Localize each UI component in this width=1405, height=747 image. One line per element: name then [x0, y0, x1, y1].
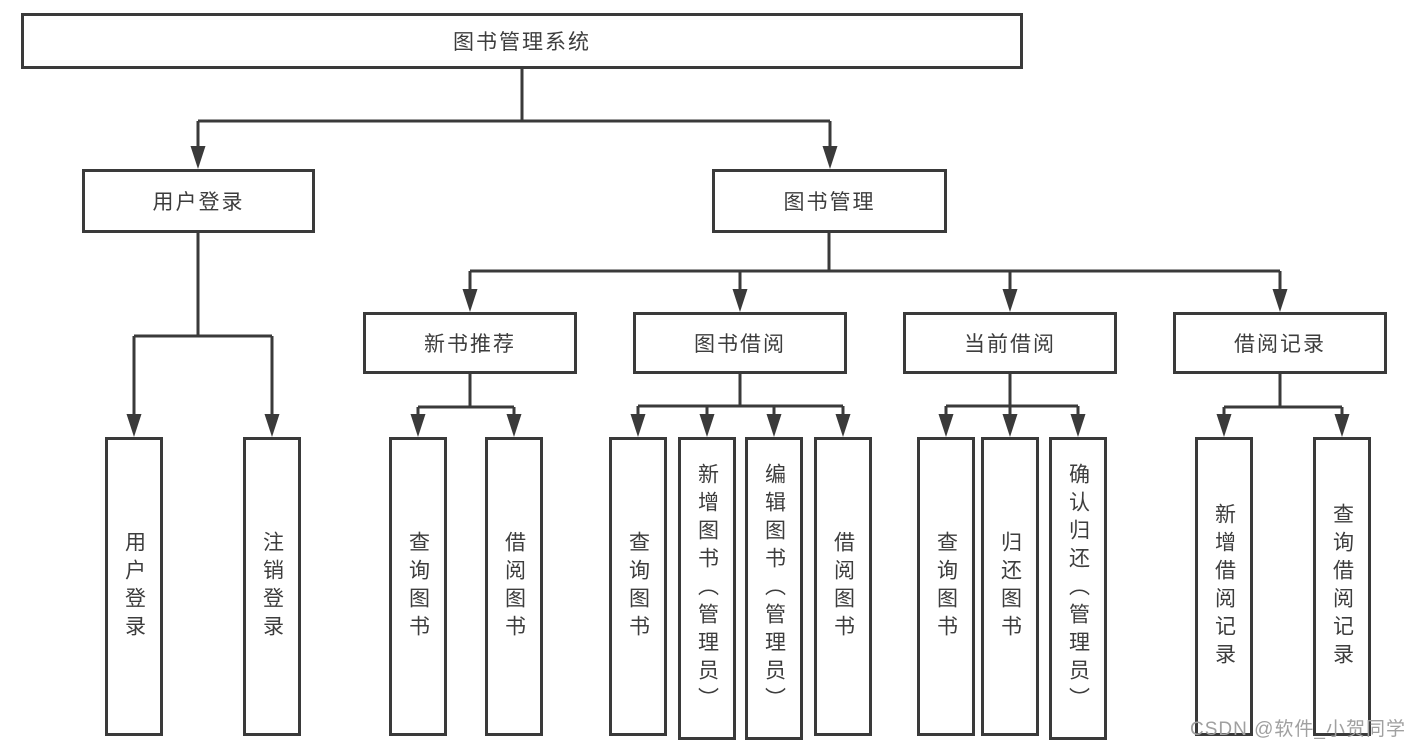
node-new-book-recommend: 新书推荐: [363, 312, 577, 374]
node-library-management-system: 图书管理系统: [21, 13, 1023, 69]
node-book-borrow: 图书借阅: [633, 312, 847, 374]
node-current-borrow: 当前借阅: [903, 312, 1117, 374]
leaf-borrow-books-recommend: 借阅图书: [485, 437, 543, 736]
leaf-query-books-recommend: 查询图书: [389, 437, 447, 736]
leaf-confirm-return-admin: 确认归还（管理员）: [1049, 437, 1107, 740]
csdn-watermark: CSDN @软件_小贺同学: [1190, 719, 1405, 740]
node-user-login: 用户登录: [82, 169, 315, 233]
leaf-logout: 注销登录: [243, 437, 301, 736]
leaf-query-books-borrow: 查询图书: [609, 437, 667, 736]
leaf-add-borrow-record: 新增借阅记录: [1195, 437, 1253, 736]
leaf-query-books-current: 查询图书: [917, 437, 975, 736]
leaf-return-books: 归还图书: [981, 437, 1039, 736]
arrowhead-icons: [126, 146, 1350, 437]
node-book-management: 图书管理: [712, 169, 947, 233]
leaf-user-login: 用户登录: [105, 437, 163, 736]
leaf-edit-books-admin: 编辑图书（管理员）: [745, 437, 803, 740]
node-borrow-record: 借阅记录: [1173, 312, 1387, 374]
leaf-query-borrow-record: 查询借阅记录: [1313, 437, 1371, 736]
leaf-borrow-books: 借阅图书: [814, 437, 872, 736]
leaf-add-books-admin: 新增图书（管理员）: [678, 437, 736, 740]
